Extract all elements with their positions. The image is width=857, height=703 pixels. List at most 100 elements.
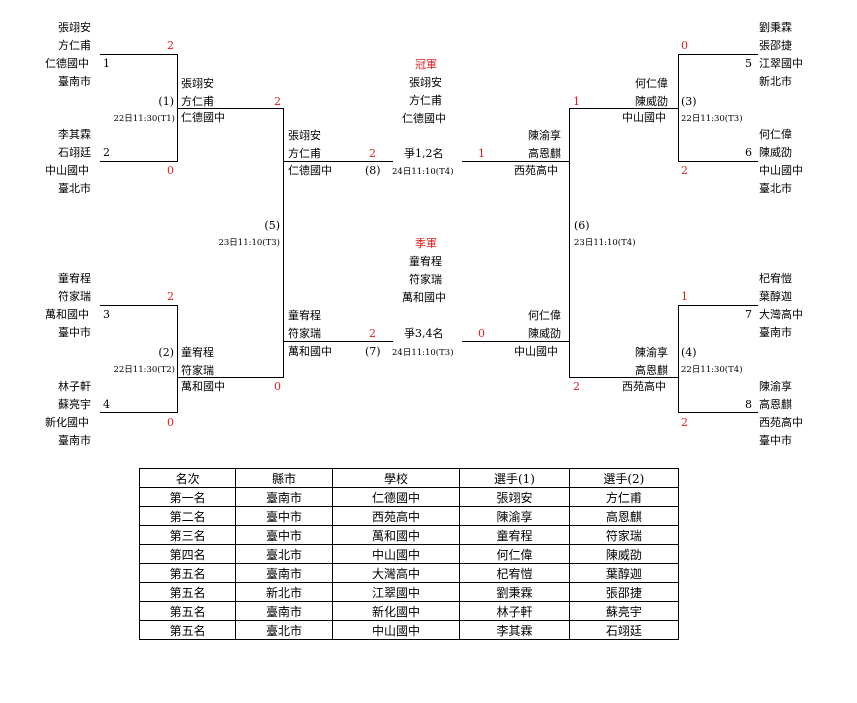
school-cell: 新化國中 bbox=[331, 601, 461, 621]
city-cell: 臺南市 bbox=[235, 487, 333, 507]
city-cell: 臺中市 bbox=[235, 506, 333, 526]
match-2-player2: 符家瑞 bbox=[181, 364, 214, 377]
champion-player2: 方仁甫 bbox=[409, 94, 442, 107]
school-cell: 中山國中 bbox=[331, 620, 461, 640]
header-player2: 選手(2) bbox=[568, 468, 680, 488]
player1-cell: 何仁偉 bbox=[459, 544, 570, 564]
sf-right-bottom-school: 中山國中 bbox=[514, 345, 558, 358]
entry-8-score: 2 bbox=[681, 416, 688, 429]
sf-left-bottom-player1: 童宥程 bbox=[288, 309, 321, 322]
entry-5-score: 0 bbox=[681, 39, 688, 52]
entry-5-player1: 劉秉霖 bbox=[759, 21, 792, 34]
player1-cell: 劉秉霖 bbox=[459, 582, 570, 602]
player1-cell: 張翊安 bbox=[459, 487, 570, 507]
third-place-school: 萬和國中 bbox=[402, 291, 446, 304]
match-3-score: 1 bbox=[573, 95, 580, 108]
entry-2-seed: 2 bbox=[103, 146, 110, 159]
entry-8-school: 西苑高中 bbox=[759, 416, 803, 429]
player2-cell: 高恩麒 bbox=[568, 506, 680, 526]
entry-5-seed: 5 bbox=[745, 57, 752, 70]
match-3-school: 中山國中 bbox=[622, 111, 666, 124]
match-6-number: (6) bbox=[574, 219, 590, 232]
match-6-time: 23日11:10(T4) bbox=[574, 238, 636, 248]
entry-3-player2: 符家瑞 bbox=[58, 290, 91, 303]
entry-2-city: 臺北市 bbox=[58, 182, 91, 195]
school-cell: 仁德國中 bbox=[331, 487, 461, 507]
player1-cell: 林子軒 bbox=[459, 601, 570, 621]
player2-cell: 張邵捷 bbox=[568, 582, 680, 602]
entry-7-school: 大灣高中 bbox=[759, 308, 803, 321]
entry-3-school: 萬和國中 bbox=[45, 308, 89, 321]
match-1-player2: 方仁甫 bbox=[181, 95, 214, 108]
rank-cell: 第五名 bbox=[138, 582, 237, 602]
table-row: 第五名 臺南市 大灣高中 杞宥愷 葉醇迦 bbox=[138, 563, 680, 583]
entry-2-school: 中山國中 bbox=[45, 164, 89, 177]
entry-4-seed: 4 bbox=[103, 398, 110, 411]
entry-6-city: 臺北市 bbox=[759, 182, 792, 195]
player1-cell: 杞宥愷 bbox=[459, 563, 570, 583]
rank-cell: 第三名 bbox=[138, 525, 237, 545]
city-cell: 臺中市 bbox=[235, 525, 333, 545]
match-1-school: 仁德國中 bbox=[181, 111, 225, 124]
rank-cell: 第四名 bbox=[138, 544, 237, 564]
player1-cell: 李其霖 bbox=[459, 620, 570, 640]
third-match-time: 24日11:10(T3) bbox=[392, 348, 454, 358]
match-1-player1: 張翊安 bbox=[181, 77, 214, 90]
entry-8-player1: 陳渝享 bbox=[759, 380, 792, 393]
sf-right-top-player1: 陳渝享 bbox=[528, 129, 561, 142]
entry-5-player2: 張邵捷 bbox=[759, 39, 792, 52]
entry-6-player1: 何仁偉 bbox=[759, 128, 792, 141]
match-4-time: 22日11:30(T4) bbox=[681, 365, 743, 375]
third-left-score: 2 bbox=[369, 327, 376, 340]
match-4-player2: 高恩麒 bbox=[635, 364, 668, 377]
table-row: 第二名 臺中市 西苑高中 陳渝享 高恩麒 bbox=[138, 506, 680, 526]
entry-8-player2: 高恩麒 bbox=[759, 398, 792, 411]
city-cell: 新北市 bbox=[235, 582, 333, 602]
city-cell: 臺南市 bbox=[235, 563, 333, 583]
school-cell: 西苑高中 bbox=[331, 506, 461, 526]
rank-cell: 第一名 bbox=[138, 487, 237, 507]
match-1-time: 22日11:30(T1) bbox=[113, 114, 175, 124]
match-5-number: (5) bbox=[264, 219, 280, 232]
match-2-score: 0 bbox=[274, 380, 281, 393]
header-player1: 選手(1) bbox=[459, 468, 570, 488]
header-city: 縣市 bbox=[235, 468, 333, 488]
rank-cell: 第五名 bbox=[138, 563, 237, 583]
table-row: 第四名 臺北市 中山國中 何仁偉 陳威劭 bbox=[138, 544, 680, 564]
player2-cell: 蘇亮宇 bbox=[568, 601, 680, 621]
match-2-time: 22日11:30(T2) bbox=[113, 365, 175, 375]
player2-cell: 方仁甫 bbox=[568, 487, 680, 507]
sf-left-top-school: 仁德國中 bbox=[288, 164, 332, 177]
entry-3-score: 2 bbox=[167, 290, 174, 303]
entry-6-seed: 6 bbox=[745, 146, 752, 159]
third-right-score: 0 bbox=[478, 327, 485, 340]
entry-7-seed: 7 bbox=[745, 308, 752, 321]
player1-cell: 陳渝享 bbox=[459, 506, 570, 526]
final-match-number: (8) bbox=[365, 164, 381, 177]
entry-6-player2: 陳威劭 bbox=[759, 146, 792, 159]
match-3-player2: 陳威劭 bbox=[635, 95, 668, 108]
match-1-number: (1) bbox=[158, 95, 174, 108]
entry-1-score: 2 bbox=[167, 39, 174, 52]
entry-4-player1: 林子軒 bbox=[58, 380, 91, 393]
entry-8-city: 臺中市 bbox=[759, 434, 792, 447]
sf-left-top-player1: 張翊安 bbox=[288, 129, 321, 142]
player2-cell: 石翊廷 bbox=[568, 620, 680, 640]
entry-2-score: 0 bbox=[167, 164, 174, 177]
entry-4-score: 0 bbox=[167, 416, 174, 429]
table-row: 第五名 臺北市 中山國中 李其霖 石翊廷 bbox=[138, 620, 680, 640]
sf-right-top-player2: 高恩麒 bbox=[528, 147, 561, 160]
city-cell: 臺北市 bbox=[235, 544, 333, 564]
player2-cell: 符家瑞 bbox=[568, 525, 680, 545]
entry-6-score: 2 bbox=[681, 164, 688, 177]
sf-left-bottom-player2: 符家瑞 bbox=[288, 327, 321, 340]
match-4-player1: 陳渝享 bbox=[635, 346, 668, 359]
match-3-player1: 何仁偉 bbox=[635, 77, 668, 90]
entry-3-seed: 3 bbox=[103, 308, 110, 321]
sf-right-bottom-player1: 何仁偉 bbox=[528, 309, 561, 322]
champion-player1: 張翊安 bbox=[409, 76, 442, 89]
sf-right-top-school: 西苑高中 bbox=[514, 164, 558, 177]
entry-4-school: 新化國中 bbox=[45, 416, 89, 429]
match-4-number: (4) bbox=[681, 346, 697, 359]
final-match-label: 爭1,2名 bbox=[404, 147, 444, 160]
